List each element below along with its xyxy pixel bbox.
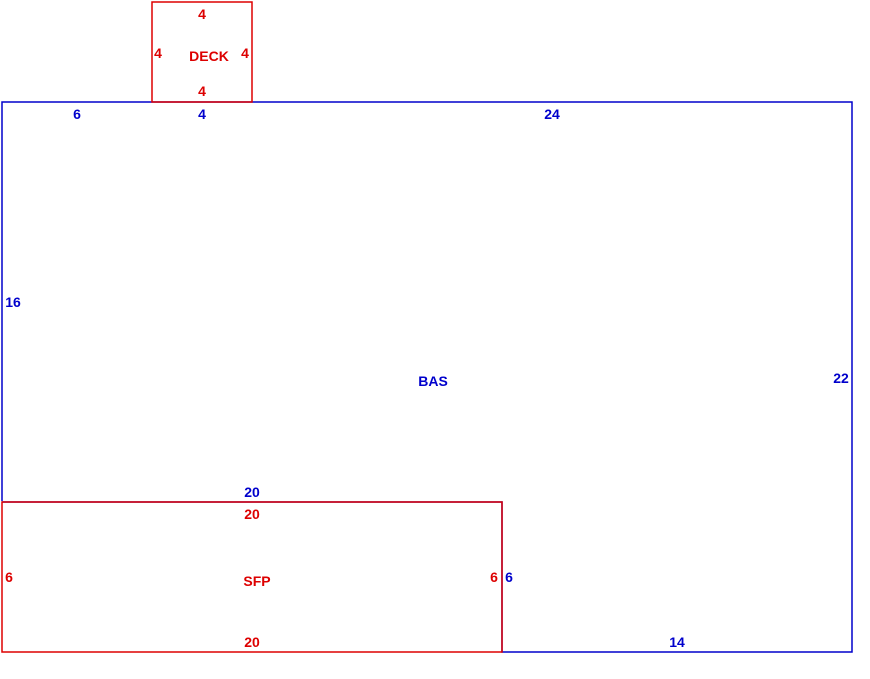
bas-top-deck-dimension: 4 xyxy=(198,106,206,122)
deck-bottom-dimension: 4 xyxy=(198,83,206,99)
bas-step-side-dimension: 6 xyxy=(505,569,513,585)
bas-top-right-dimension: 24 xyxy=(544,106,560,122)
bas-top-left-dimension: 6 xyxy=(73,106,81,122)
bas-area-label: BAS xyxy=(418,373,448,389)
bas-bottom-dimension: 14 xyxy=(669,634,685,650)
sfp-area-label: SFP xyxy=(243,573,270,589)
deck-area-label: DECK xyxy=(189,48,229,64)
sfp-left-dimension: 6 xyxy=(5,569,13,585)
bas-step-top-dimension: 20 xyxy=(244,484,260,500)
sfp-top-dimension: 20 xyxy=(244,506,260,522)
sfp-right-dimension: 6 xyxy=(490,569,498,585)
sfp-outline xyxy=(1,501,503,653)
deck-left-dimension: 4 xyxy=(154,45,162,61)
bas-left-dimension: 16 xyxy=(5,294,21,310)
deck-right-dimension: 4 xyxy=(241,45,249,61)
sfp-bottom-dimension: 20 xyxy=(244,634,260,650)
deck-top-dimension: 4 xyxy=(198,6,206,22)
bas-right-dimension: 22 xyxy=(833,370,849,386)
deck-outline xyxy=(151,1,253,103)
